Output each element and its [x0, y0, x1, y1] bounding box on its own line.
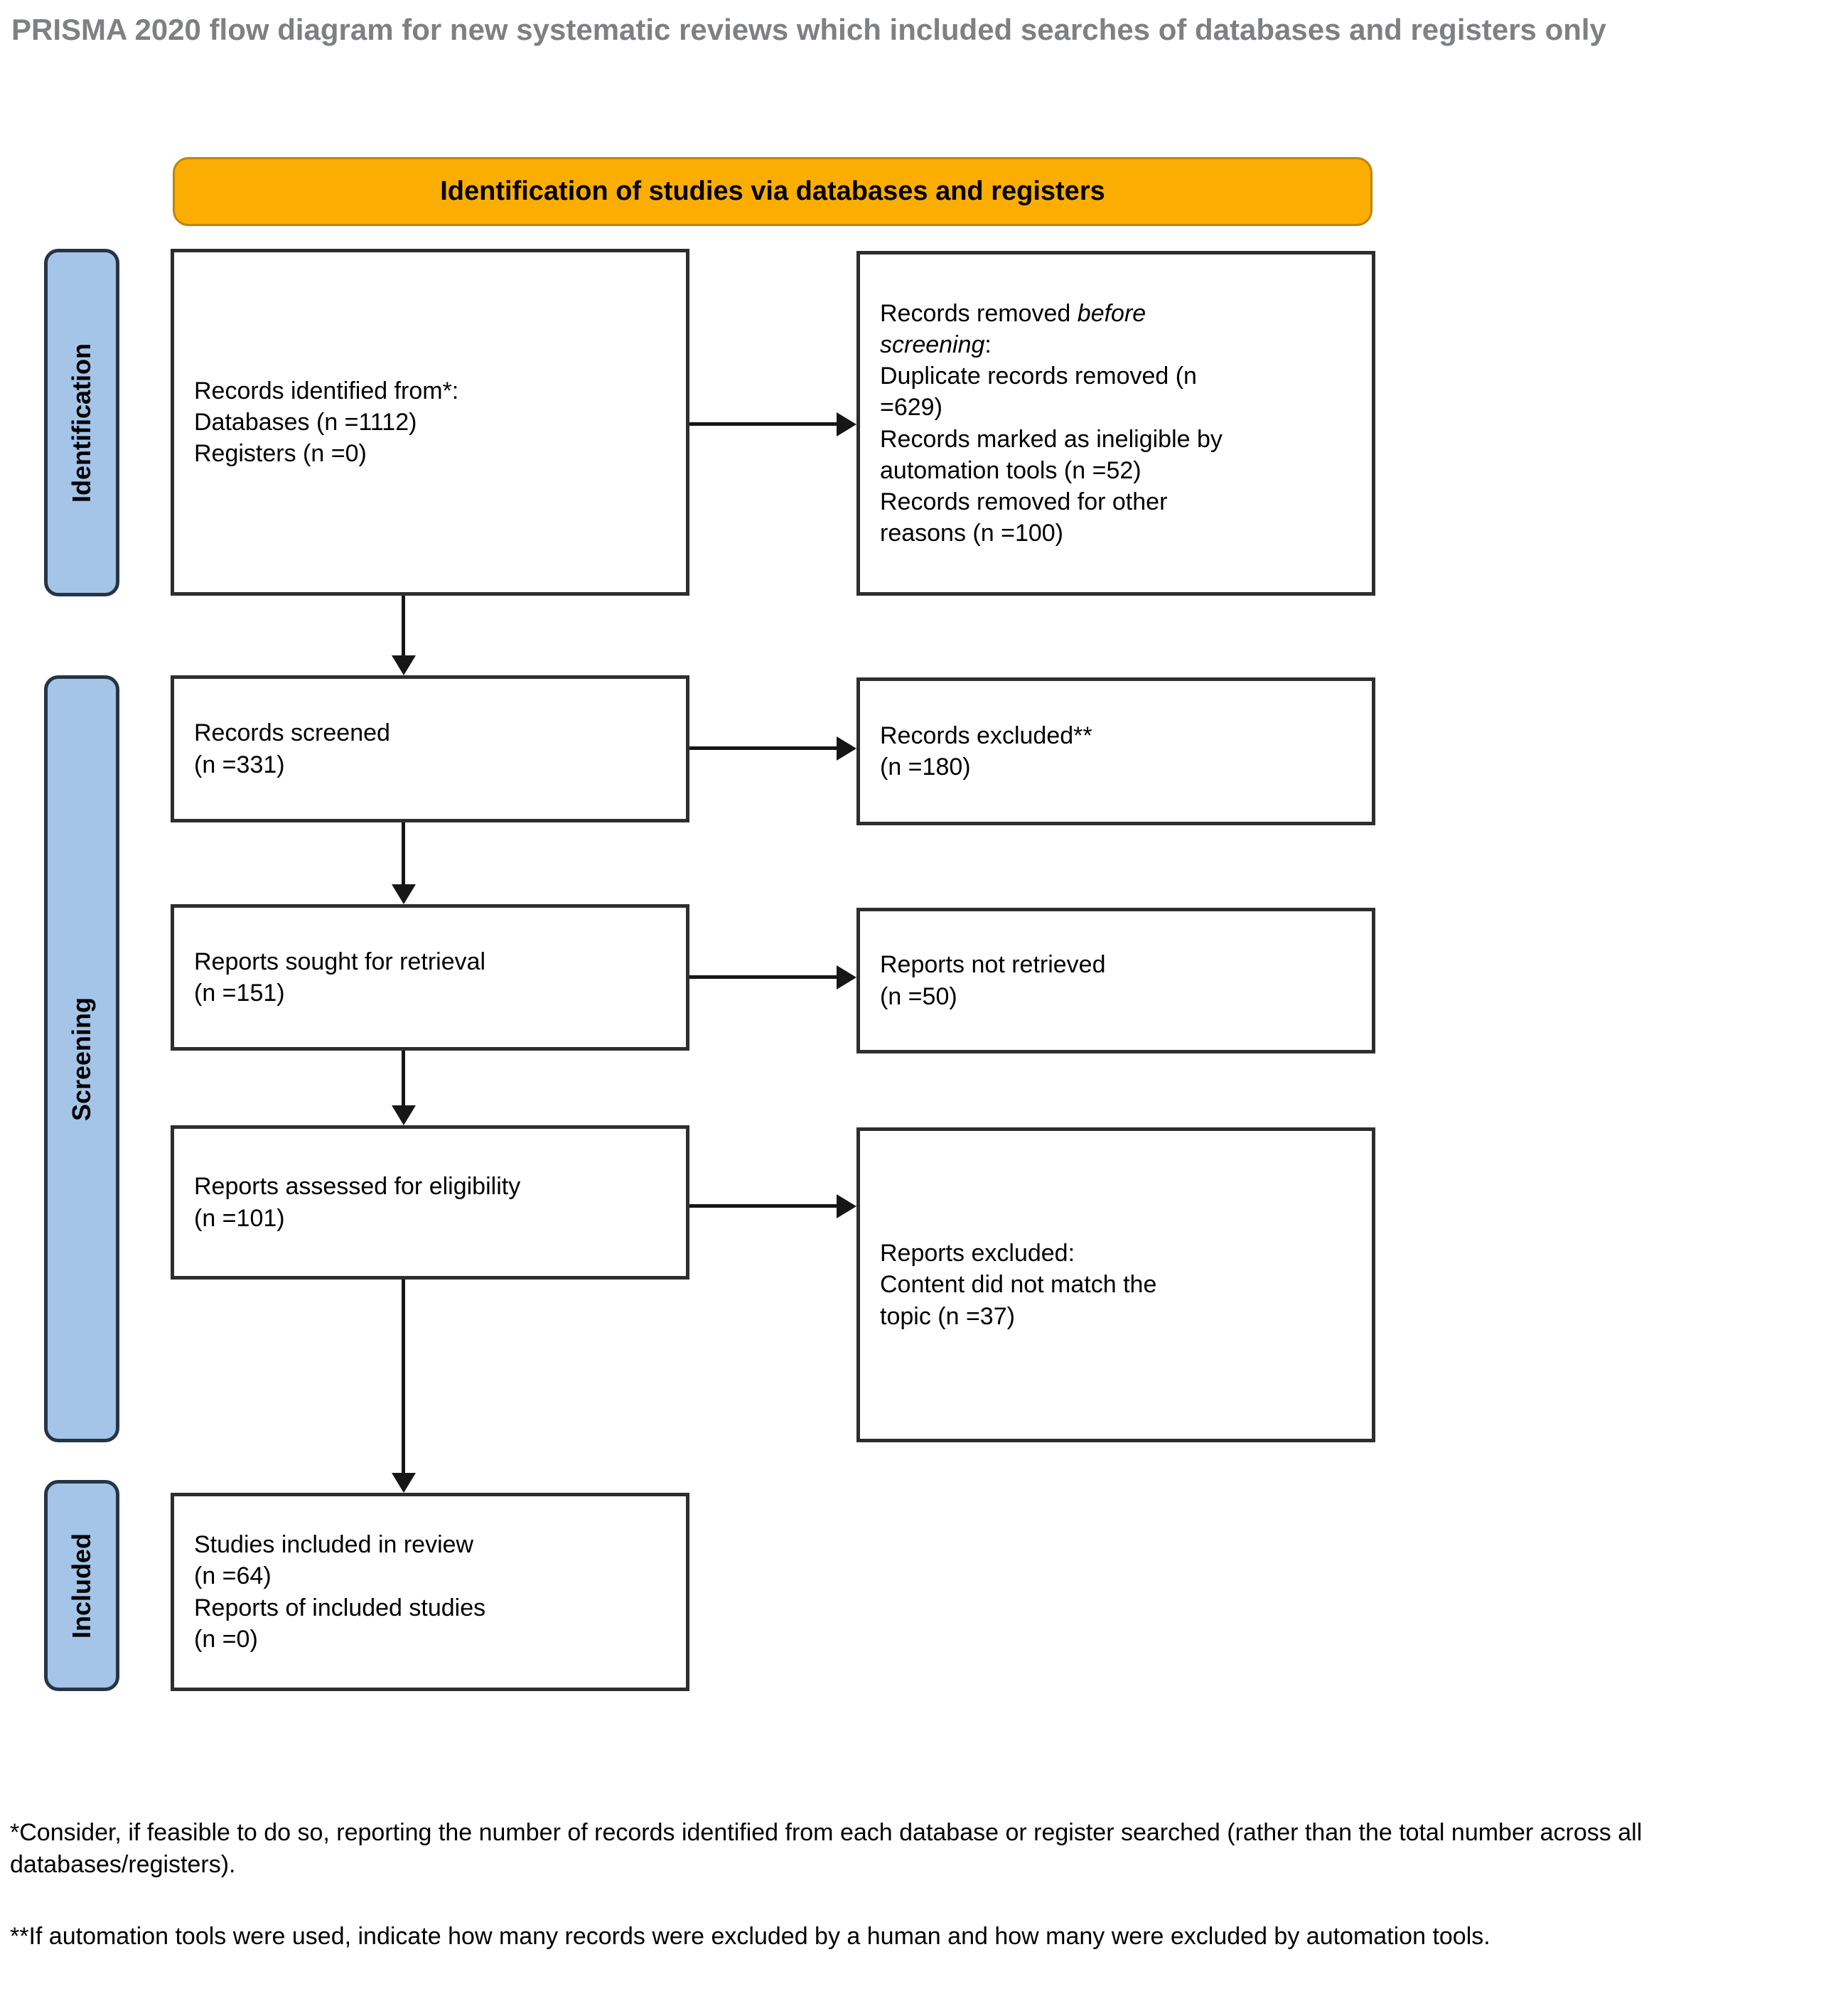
records-excluded-count: (n =180) [880, 753, 971, 781]
reports-excluded-title: Reports excluded: [880, 1240, 1075, 1267]
studies-included-count: (n =64) [194, 1562, 272, 1590]
reports-included-label: Reports of included studies [194, 1594, 486, 1621]
records-screened-label: Records screened [194, 719, 390, 747]
arrow-identified-to-removed-line [689, 422, 837, 426]
arrow-assessed-to-included-line [402, 1280, 405, 1473]
records-removed-title-regular: Records removed [880, 299, 1078, 327]
records-removed-other: Records removed for other reasons (n =10… [880, 488, 1168, 547]
reports-not-retrieved-count: (n =50) [880, 982, 957, 1010]
arrow-sought-to-notretrieved-line [689, 975, 837, 979]
arrow-down-icon [392, 884, 416, 904]
stage-label-identification: Identification [44, 249, 119, 596]
box-reports-assessed: Reports assessed for eligibility (n =101… [171, 1125, 689, 1280]
stage-label-screening: Screening [44, 675, 119, 1442]
arrow-down-icon [392, 655, 416, 675]
arrow-down-icon [392, 1473, 416, 1493]
records-removed-title: Records removed before screening: [880, 298, 1214, 360]
arrow-right-icon [837, 965, 856, 989]
reports-not-retrieved-label: Reports not retrieved [880, 951, 1106, 979]
records-identified-databases: Databases (n =1112) [194, 408, 417, 436]
box-records-removed: Records removed before screening: Duplic… [856, 251, 1375, 596]
stage-label-included: Included [44, 1480, 119, 1691]
records-removed-duplicates: Duplicate records removed (n =629) [880, 363, 1197, 422]
arrow-right-icon [837, 736, 856, 761]
arrow-sought-to-assessed-line [402, 1051, 405, 1105]
arrow-screened-to-sought-line [402, 822, 405, 884]
reports-assessed-count: (n =101) [194, 1204, 285, 1232]
box-records-identified: Records identified from*: Databases (n =… [171, 249, 689, 596]
page-title: PRISMA 2020 flow diagram for new systema… [11, 13, 1606, 46]
stage-screening-text: Screening [67, 997, 96, 1121]
arrow-right-icon [837, 1194, 856, 1218]
reports-included-count: (n =0) [194, 1625, 258, 1653]
box-studies-included: Studies included in review (n =64) Repor… [171, 1493, 689, 1691]
arrow-down-icon [392, 1105, 416, 1125]
reports-assessed-label: Reports assessed for eligibility [194, 1173, 521, 1201]
arrow-assessed-to-reportsexcluded-line [689, 1204, 837, 1208]
box-records-excluded: Records excluded** (n =180) [856, 677, 1375, 825]
arrow-screened-to-excluded-line [689, 746, 837, 750]
records-screened-count: (n =331) [194, 751, 285, 778]
reports-sought-count: (n =151) [194, 980, 285, 1007]
records-removed-ineligible: Records marked as ineligible by automati… [880, 425, 1223, 484]
banner-label: Identification of studies via databases … [440, 176, 1105, 206]
box-reports-sought: Reports sought for retrieval (n =151) [171, 904, 689, 1051]
stage-identification-text: Identification [67, 343, 96, 503]
arrow-identified-to-screened-line [402, 596, 405, 655]
records-identified-registers: Registers (n =0) [194, 440, 367, 468]
box-records-screened: Records screened (n =331) [171, 675, 689, 822]
reports-sought-label: Reports sought for retrieval [194, 948, 486, 975]
records-removed-title-colon: : [984, 331, 992, 358]
footnote-asterisk: *Consider, if feasible to do so, reporti… [10, 1819, 1643, 1878]
records-identified-title: Records identified from*: [194, 377, 459, 404]
footnote-double-asterisk: **If automation tools were used, indicat… [10, 1923, 1490, 1950]
box-reports-not-retrieved: Reports not retrieved (n =50) [856, 908, 1375, 1053]
records-removed-title-italic: before screening [880, 299, 1146, 358]
stage-included-text: Included [67, 1533, 97, 1638]
box-reports-excluded: Reports excluded: Content did not match … [856, 1127, 1375, 1442]
studies-included-label: Studies included in review [194, 1531, 474, 1559]
records-excluded-label: Records excluded** [880, 722, 1092, 749]
identification-banner: Identification of studies via databases … [173, 157, 1372, 226]
arrow-right-icon [837, 412, 856, 436]
reports-excluded-reason: Content did not match the topic (n =37) [880, 1271, 1157, 1330]
